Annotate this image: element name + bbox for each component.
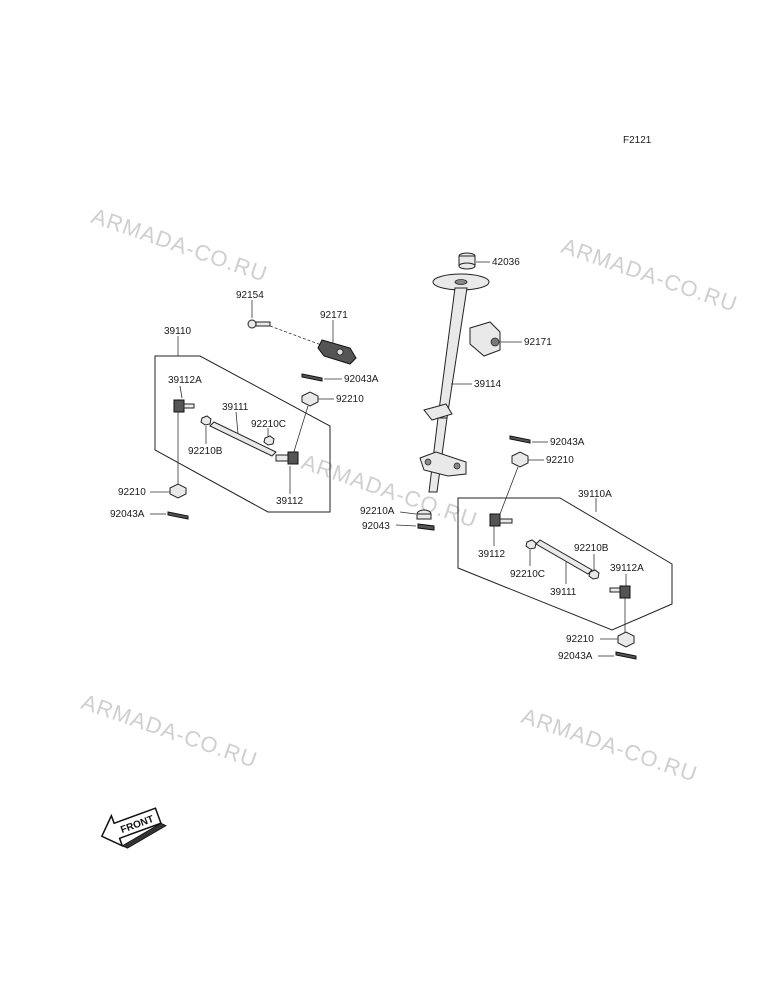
- label-92171-right: 92171: [524, 337, 552, 348]
- cotter-pin-92043A-bottom-right: [615, 651, 637, 660]
- label-92043A-mid-right: 92043A: [550, 437, 585, 448]
- watermark-top-left: ARMADA-CO.RU: [88, 203, 270, 287]
- nut-92210-bottom-right: [617, 631, 635, 648]
- label-92043A-bottom-right: 92043A: [558, 651, 593, 662]
- clamp-92171-left: [317, 339, 357, 365]
- bolt-92154: [247, 319, 271, 329]
- label-39112A-right: 39112A: [610, 563, 644, 574]
- assembly-box-right: [457, 497, 673, 631]
- label-39114: 39114: [474, 379, 502, 390]
- nut-92210-mid-right: [511, 451, 529, 468]
- steering-shaft: [437, 287, 468, 419]
- tie-rod-39111-left: [209, 421, 277, 457]
- clamp-92171-right: [469, 321, 501, 357]
- tie-rod-end-39112-left: [275, 451, 299, 465]
- label-92210-mid-right: 92210: [546, 455, 574, 466]
- watermark-bottom-right: ARMADA-CO.RU: [518, 703, 700, 787]
- steering-shaft-assembly: 42036 39114 92171: [360, 252, 552, 532]
- label-92210B-right: 92210B: [574, 543, 609, 554]
- label-39111-right: 39111: [550, 587, 577, 598]
- label-92210-top-left: 92210: [336, 394, 364, 405]
- clamp-group-left: 92154 92171: [236, 290, 357, 365]
- cotter-pin-92043: [417, 523, 435, 531]
- nut-92210A: [416, 509, 432, 520]
- label-39112-left: 39112: [276, 496, 304, 507]
- nut-92210C-left: [263, 435, 275, 446]
- label-39110A: 39110A: [578, 489, 612, 500]
- cotter-pin-92043A-bottom-left: [167, 511, 189, 520]
- label-42036: 42036: [492, 257, 520, 268]
- nut-92210B-right: [588, 569, 600, 580]
- label-39110: 39110: [164, 326, 192, 337]
- bushing-42036: [458, 252, 476, 270]
- tie-rod-assembly-left: 39110 92043A 92210 39112A 92210B 39111: [110, 326, 379, 520]
- tie-rod-end-39112A-right: [609, 585, 631, 599]
- label-92043A-top: 92043A: [344, 374, 379, 385]
- figure-id: F2121: [623, 135, 652, 146]
- nut-92210B-left: [200, 415, 212, 426]
- label-92210-bottom-left: 92210: [118, 487, 146, 498]
- label-92210-bottom-right: 92210: [566, 634, 594, 645]
- pitman-arm: [419, 451, 467, 477]
- label-92210C-left: 92210C: [251, 419, 286, 430]
- front-direction-arrow: FRONT: [100, 807, 167, 849]
- shaft-bracket: [423, 403, 453, 421]
- assembly-box-left: [154, 355, 331, 513]
- cotter-pin-92043A-mid-right: [509, 435, 531, 444]
- label-39112A-left: 39112A: [168, 375, 202, 386]
- label-39112-right: 39112: [478, 549, 506, 560]
- nut-92210-top-left: [301, 391, 319, 407]
- label-92210C-right: 92210C: [510, 569, 545, 580]
- nut-92210-bottom-left: [169, 483, 187, 499]
- label-92043A-bottom-left: 92043A: [110, 509, 145, 520]
- watermark-bottom-left: ARMADA-CO.RU: [78, 689, 260, 773]
- label-92210A: 92210A: [360, 506, 395, 517]
- label-92043: 92043: [362, 521, 390, 532]
- watermark-top-right: ARMADA-CO.RU: [558, 233, 740, 317]
- tie-rod-end-39112-right: [489, 513, 513, 527]
- tie-rod-39111-right: [535, 539, 593, 575]
- label-39111-left: 39111: [222, 402, 249, 413]
- tie-rod-end-39112A-left: [173, 399, 195, 413]
- tie-rod-assembly-right: 92043A 92210 39110A 39112 39111 92210C 9…: [457, 435, 673, 662]
- label-92154: 92154: [236, 290, 264, 301]
- nut-92210C-right: [525, 539, 537, 550]
- label-92210B-left: 92210B: [188, 446, 223, 457]
- cotter-pin-92043A-top: [301, 373, 323, 382]
- label-92171-left: 92171: [320, 310, 348, 321]
